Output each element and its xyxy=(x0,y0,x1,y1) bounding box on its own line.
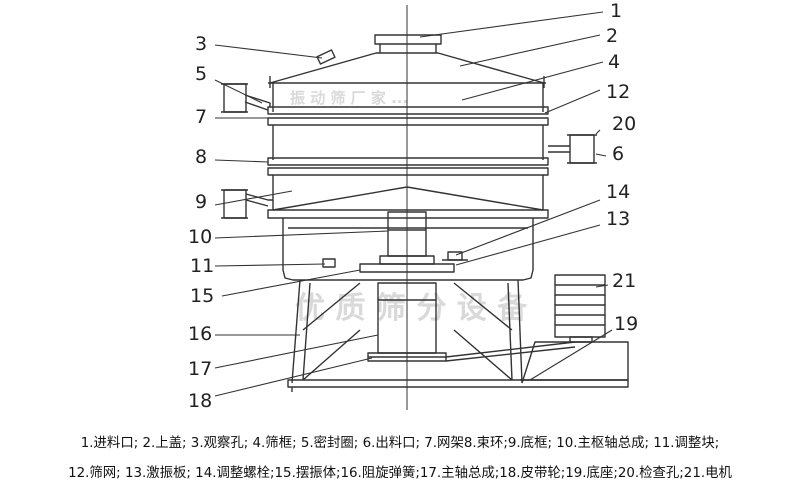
label-1: 1 xyxy=(610,0,622,22)
label-19: 19 xyxy=(614,313,638,335)
label-5: 5 xyxy=(195,63,207,85)
label-15: 15 xyxy=(190,285,214,307)
label-10: 10 xyxy=(188,226,212,248)
label-6: 6 xyxy=(612,143,624,165)
top-cover-part xyxy=(268,52,546,88)
outlet-left-lower-part xyxy=(221,189,273,219)
vibrating-screen-diagram: 振 动 筛 厂 家 ... 优 质 筛 分 设 备 xyxy=(188,0,638,412)
main-shaft-assembly xyxy=(359,211,455,273)
observation-hole-part xyxy=(316,49,336,65)
pulley-part xyxy=(367,341,576,362)
label-3: 3 xyxy=(195,33,207,55)
label-11: 11 xyxy=(190,255,214,277)
label-12: 12 xyxy=(606,81,630,103)
bottom-frame-part xyxy=(267,186,549,281)
outlet-right-part xyxy=(548,134,597,164)
label-4: 4 xyxy=(608,51,620,73)
inlet-part xyxy=(374,34,442,53)
label-7: 7 xyxy=(195,106,207,128)
label-16: 16 xyxy=(188,323,212,345)
caption-line-1: 1.进料口; 2.上盖; 3.观察孔; 4.筛框; 5.密封圈; 6.出料口; … xyxy=(80,436,720,451)
label-20: 20 xyxy=(612,113,636,135)
label-9: 9 xyxy=(195,191,207,213)
adjusting-bolt xyxy=(442,251,468,261)
label-14: 14 xyxy=(606,181,630,203)
sieve-frame-upper xyxy=(267,83,549,210)
watermark-top: 振 动 筛 厂 家 ... xyxy=(290,89,408,107)
label-21: 21 xyxy=(612,270,636,292)
caption-line-2: 12.筛网; 13.激振板; 14.调整螺栓;15.摆振体;16.阻旋弹簧;17… xyxy=(68,466,732,481)
outlet-left-part xyxy=(221,83,271,113)
watermark-bottom: 优 质 筛 分 设 备 xyxy=(295,291,528,326)
label-13: 13 xyxy=(606,208,630,230)
label-8: 8 xyxy=(195,146,207,168)
adjusting-block xyxy=(322,258,336,268)
motor-part xyxy=(554,274,606,343)
base-frame xyxy=(287,279,629,392)
label-2: 2 xyxy=(606,25,618,47)
leader-lines xyxy=(214,11,613,397)
label-17: 17 xyxy=(188,358,212,380)
label-18: 18 xyxy=(188,390,212,412)
